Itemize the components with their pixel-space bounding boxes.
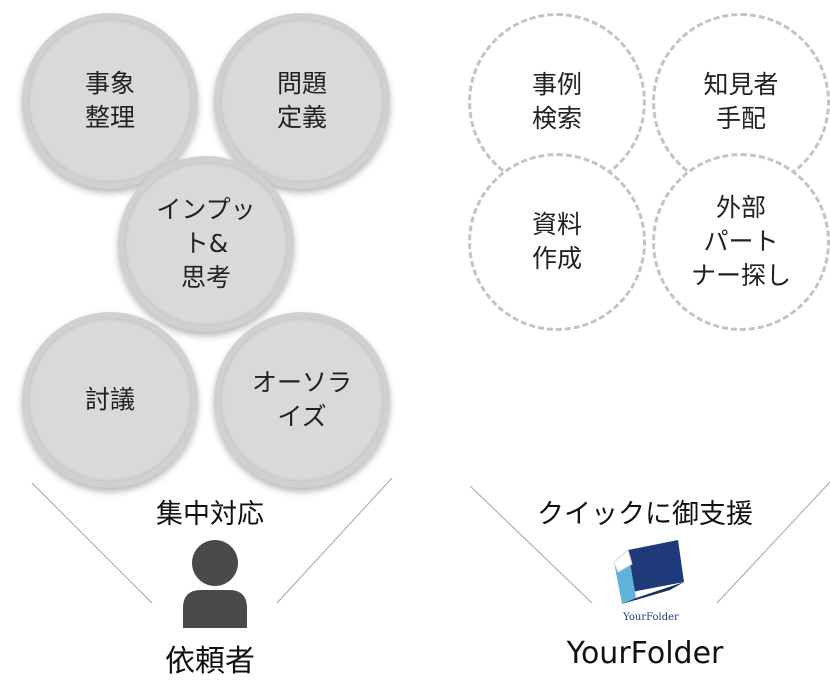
requester-name: 依頼者	[165, 644, 255, 679]
circle-discussion: 討議	[22, 312, 198, 488]
left-divider-line-a	[31, 482, 153, 604]
circle-authorize: オーソラ イズ	[214, 312, 390, 488]
circle-label: 討議	[84, 385, 135, 414]
left-caption: 集中対応	[156, 499, 264, 530]
circle-label: 資料 作成	[531, 210, 582, 273]
circle-label: オーソラ イズ	[251, 368, 352, 431]
circle-label: 問題 定義	[276, 69, 327, 132]
person-icon	[183, 540, 247, 628]
right-divider-line-a	[469, 485, 593, 604]
circle-incident-organization: 事象 整理	[22, 13, 198, 189]
circle-label: 事例 検索	[531, 70, 582, 133]
circle-label: 事象 整理	[84, 69, 135, 132]
circle-label: 知見者 手配	[703, 70, 779, 133]
left-divider-line-b	[276, 477, 393, 604]
company-name: YourFolder	[566, 636, 724, 671]
circle-partner-search: 外部 パート ナー探し	[652, 153, 830, 331]
folder-logo-icon	[613, 540, 684, 604]
right-caption: クイックに御支援	[537, 499, 753, 530]
circle-label: インプッ ト& 思考	[156, 195, 256, 292]
circle-problem-definition: 問題 定義	[214, 13, 390, 189]
logo-text: YourFolder	[623, 612, 679, 623]
circle-document-creation: 資料 作成	[468, 153, 646, 331]
right-divider-line-b	[716, 481, 830, 604]
yourfolder-logo: YourFolder	[606, 540, 696, 630]
circle-input-thinking: インプッ ト& 思考	[118, 156, 294, 332]
circle-label: 外部 パート ナー探し	[690, 193, 791, 290]
